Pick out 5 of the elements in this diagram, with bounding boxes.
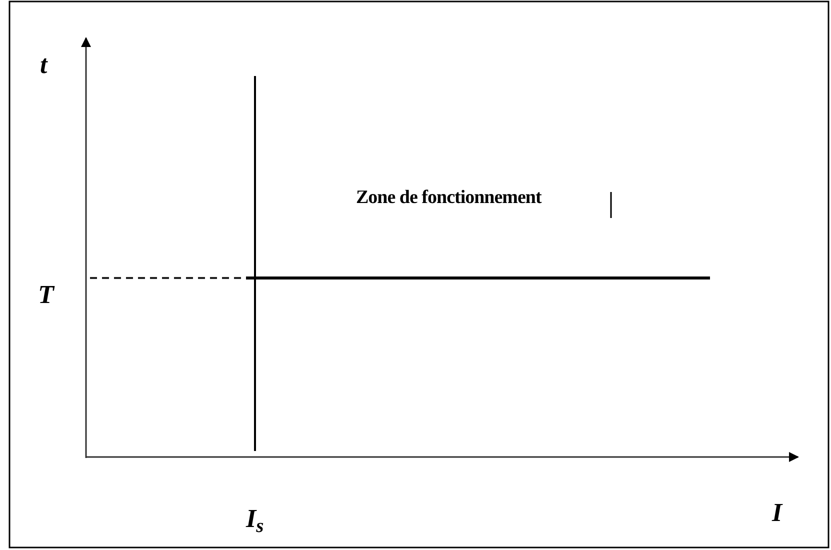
zone-label: Zone de fonctionnement [356,188,542,207]
axis-tick-label: I$_{s}$ [246,506,264,532]
axis-label: t [40,52,48,78]
axis-label: I [772,500,782,526]
axis-tick-label: T [38,282,54,308]
